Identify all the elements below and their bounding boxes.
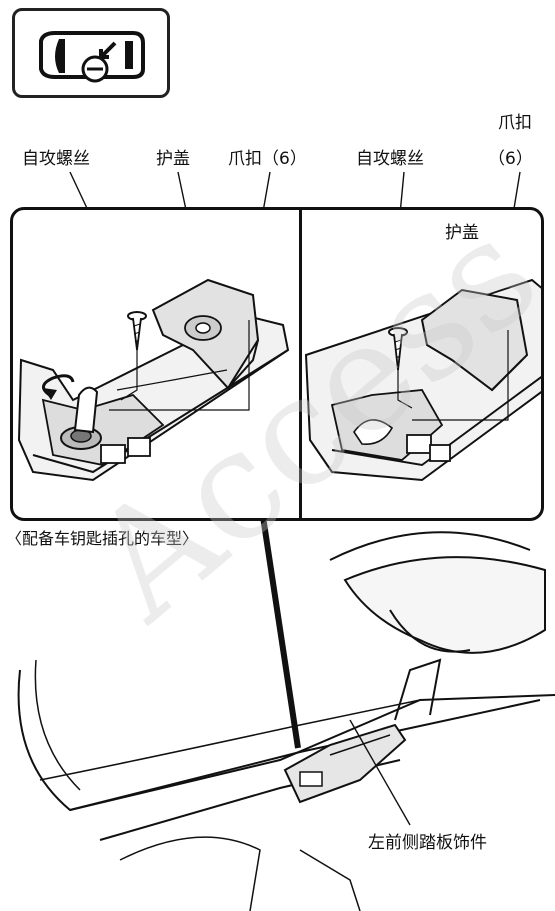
clip-label-left: 爪扣（6） [228, 149, 307, 169]
front-step-trim-label: 左前侧踏板饰件 [368, 833, 487, 853]
right-illustration [304, 278, 541, 482]
screw-label-left: 自攻螺丝 [22, 149, 90, 169]
panel-divider [299, 210, 302, 518]
door-open-left-icon [39, 31, 145, 83]
removal-diagram-panel: 护盖 [10, 207, 544, 521]
left-illustration [17, 278, 290, 482]
vehicle-scene-illustration [17, 520, 555, 911]
clip-label-right-line2: （6） [488, 149, 533, 169]
cover-label-left: 护盖 [156, 149, 190, 169]
screw-label-right: 自攻螺丝 [356, 149, 424, 169]
clip-label-right-line1: 爪扣 [498, 113, 532, 133]
variant-caption: 〈配备车钥匙插孔的车型〉 [6, 529, 199, 548]
door-icon-box [12, 8, 170, 98]
cover-label-right: 护盖 [445, 223, 479, 243]
